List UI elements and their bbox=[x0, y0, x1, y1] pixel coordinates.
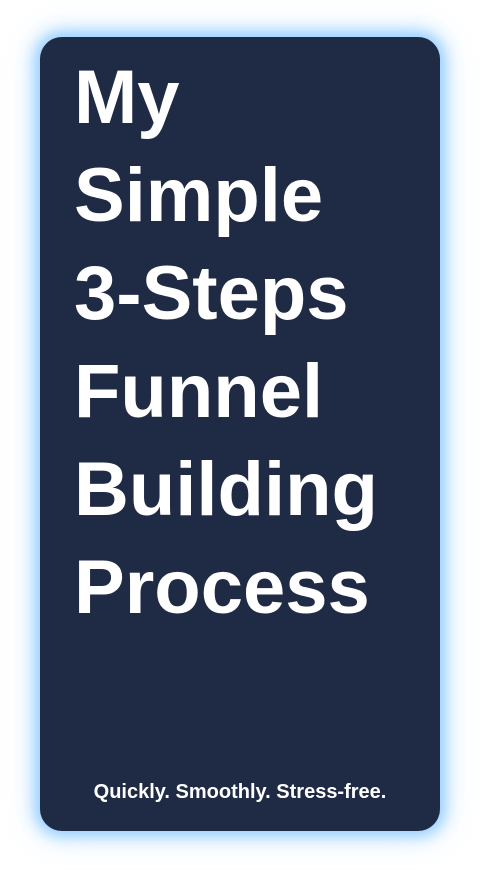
headline-line: Funnel bbox=[74, 349, 324, 434]
tagline: Quickly. Smoothly. Stress-free. bbox=[93, 781, 387, 803]
headline-line: My bbox=[74, 55, 180, 140]
headline-line: 3-Steps bbox=[74, 251, 349, 336]
headline-line: Simple bbox=[74, 153, 324, 238]
promo-card: My Simple 3-Steps Funnel Building Proces… bbox=[40, 37, 440, 831]
headline: My Simple 3-Steps Funnel Building Proces… bbox=[74, 49, 440, 637]
headline-line: Process bbox=[74, 545, 370, 630]
headline-line: Building bbox=[74, 447, 378, 532]
